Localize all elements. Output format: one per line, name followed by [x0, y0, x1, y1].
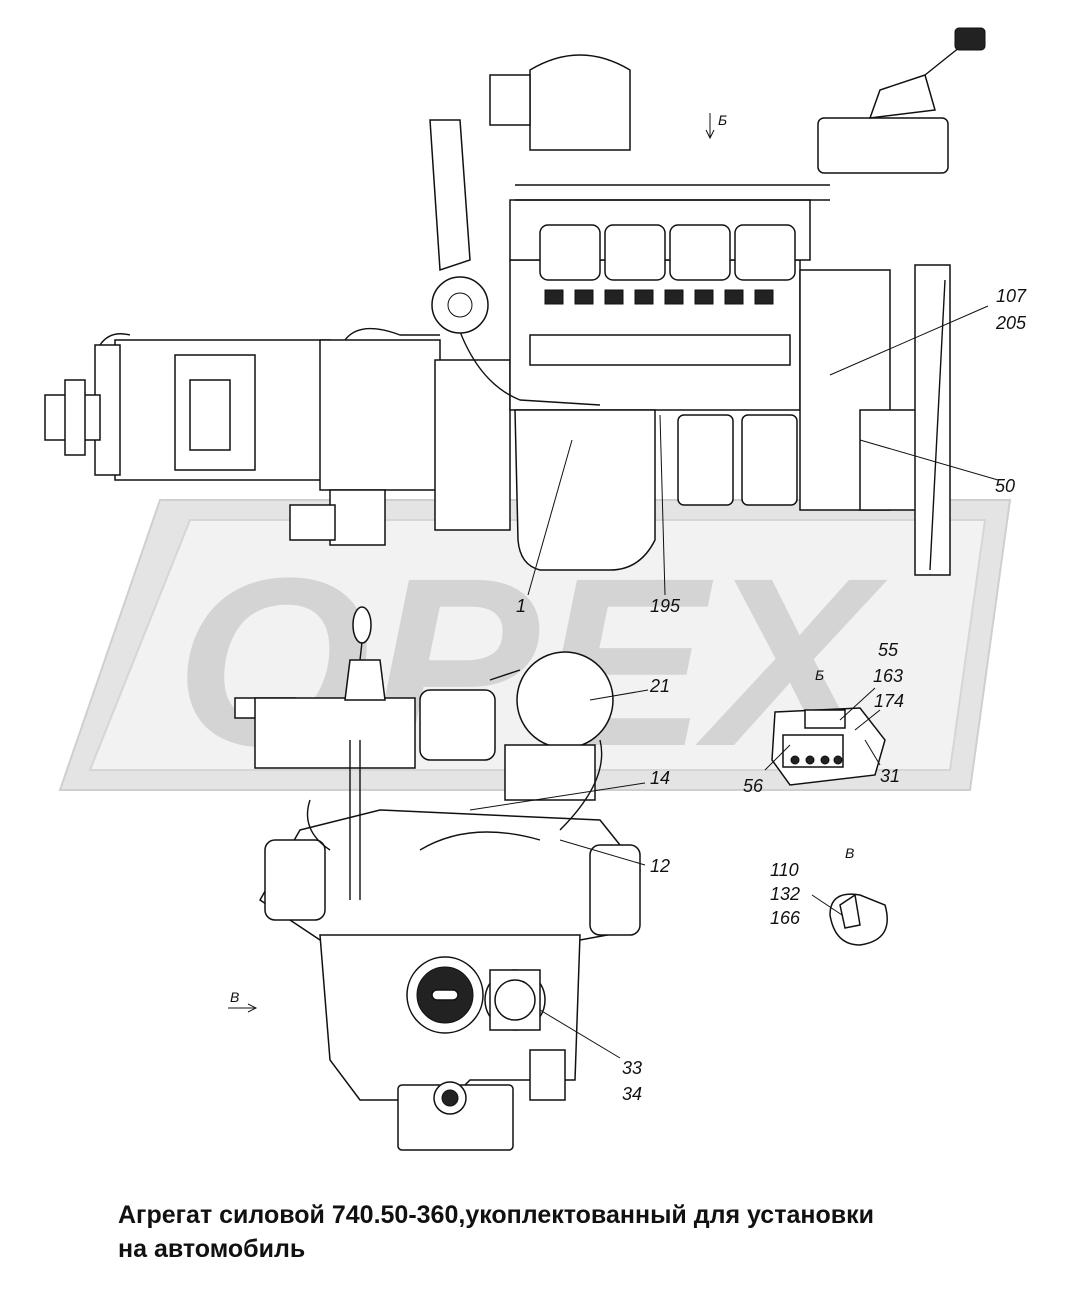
view-arrow-v: В	[228, 989, 258, 1013]
view-label-b-detail: Б	[815, 667, 824, 683]
callout-21: 21	[649, 676, 670, 696]
callout-31: 31	[880, 766, 900, 786]
callout-195: 195	[650, 596, 681, 616]
callouts-v-detail: 110 132 166	[770, 860, 801, 928]
leaders-lower	[469, 689, 649, 1059]
view-label-b-top: Б	[718, 112, 727, 128]
view-label-v-arrow: В	[230, 989, 239, 1005]
detail-v-sensor: В	[811, 845, 888, 946]
detail-b-connector: Б	[771, 667, 886, 786]
callout-174: 174	[874, 691, 904, 711]
callouts-upper: 107 205 50 1 195	[516, 286, 1027, 616]
callout-33: 33	[622, 1058, 642, 1078]
callout-34: 34	[622, 1084, 642, 1104]
callout-56: 56	[743, 776, 764, 796]
callouts-lower: 21 14 12 33 34	[622, 676, 670, 1104]
view-label-v-detail: В	[845, 845, 854, 861]
callout-107: 107	[996, 286, 1027, 306]
view-arrow-b-top: Б	[705, 112, 727, 140]
callout-110: 110	[770, 860, 799, 880]
diagram-caption: Агрегат силовой 740.50-360,укоплектованн…	[118, 1198, 1018, 1266]
engine-front-view	[234, 606, 641, 1151]
injector-row	[544, 289, 774, 305]
leaders-b-detail	[764, 687, 881, 771]
callout-50: 50	[995, 476, 1015, 496]
caption-line-2: на автомобиль	[118, 1235, 306, 1263]
callout-12: 12	[650, 856, 670, 876]
callout-1: 1	[516, 596, 526, 616]
engine-side-view	[44, 27, 986, 576]
callout-163: 163	[873, 666, 903, 686]
callout-55: 55	[878, 640, 899, 660]
callout-166: 166	[770, 908, 801, 928]
callout-132: 132	[770, 884, 800, 904]
callout-14: 14	[650, 768, 670, 788]
callout-205: 205	[995, 313, 1027, 333]
leaders-upper	[527, 305, 999, 596]
callouts-b-detail: 55 163 174 56 31	[743, 640, 904, 796]
caption-line-1: Агрегат силовой 740.50-360,укоплектованн…	[118, 1201, 874, 1229]
